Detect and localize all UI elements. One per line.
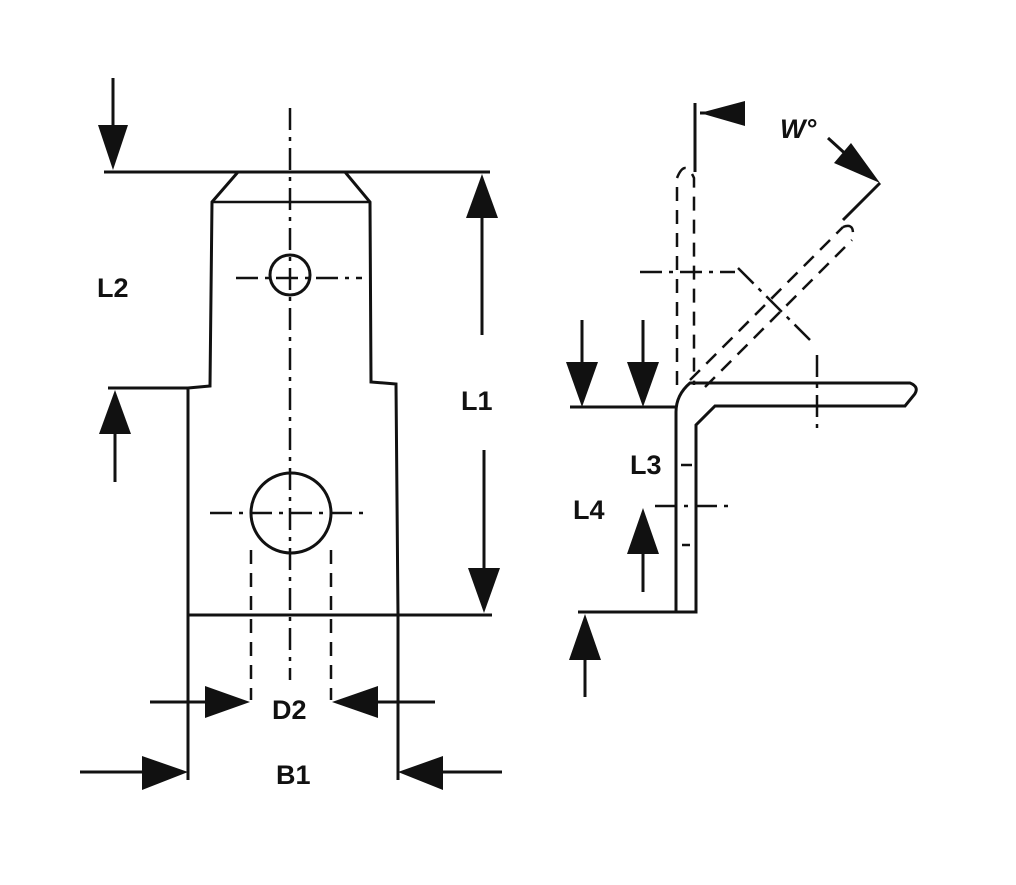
l3-top-arrow-head	[627, 362, 659, 407]
d2-right-arrow-head	[332, 686, 378, 718]
w-right-arrow-head	[834, 143, 880, 183]
label-l4: L4	[573, 495, 605, 525]
label-w: W°	[780, 114, 816, 144]
l1-bottom-arrow-head	[468, 568, 500, 613]
label-b1: B1	[276, 760, 311, 790]
l1-top-arrow-head	[466, 174, 498, 218]
b1-left-arrow-head	[142, 756, 188, 790]
w-left-arrow-head	[700, 101, 745, 126]
hidden-cross-diagonal	[737, 267, 811, 341]
label-d2: D2	[272, 695, 307, 725]
side-view: L3 L4 W°	[566, 101, 918, 697]
terminal-outline	[186, 170, 400, 617]
b1-right-arrow-head	[398, 756, 443, 790]
l2-top-arrow-head	[98, 125, 128, 170]
label-l3: L3	[630, 450, 662, 480]
l4-bottom-arrow-head	[569, 614, 601, 660]
d2-left-arrow-head	[205, 686, 250, 718]
hidden-angled-tab-upper	[689, 226, 844, 381]
label-l1: L1	[461, 386, 493, 416]
l2-bottom-arrow-head	[99, 390, 131, 434]
hidden-angled-tab-lower	[704, 239, 853, 388]
hidden-angled-tab-tip	[842, 224, 855, 241]
l3-bottom-arrow-head	[627, 508, 659, 554]
l4-top-arrow-head	[566, 362, 598, 407]
front-view: L2 L1 D2 B1	[80, 78, 502, 790]
w-reference-angled	[841, 181, 882, 222]
small-hole	[268, 253, 312, 297]
hidden-vertical-tab	[675, 166, 696, 385]
label-l2: L2	[97, 273, 129, 303]
side-body	[674, 381, 918, 614]
